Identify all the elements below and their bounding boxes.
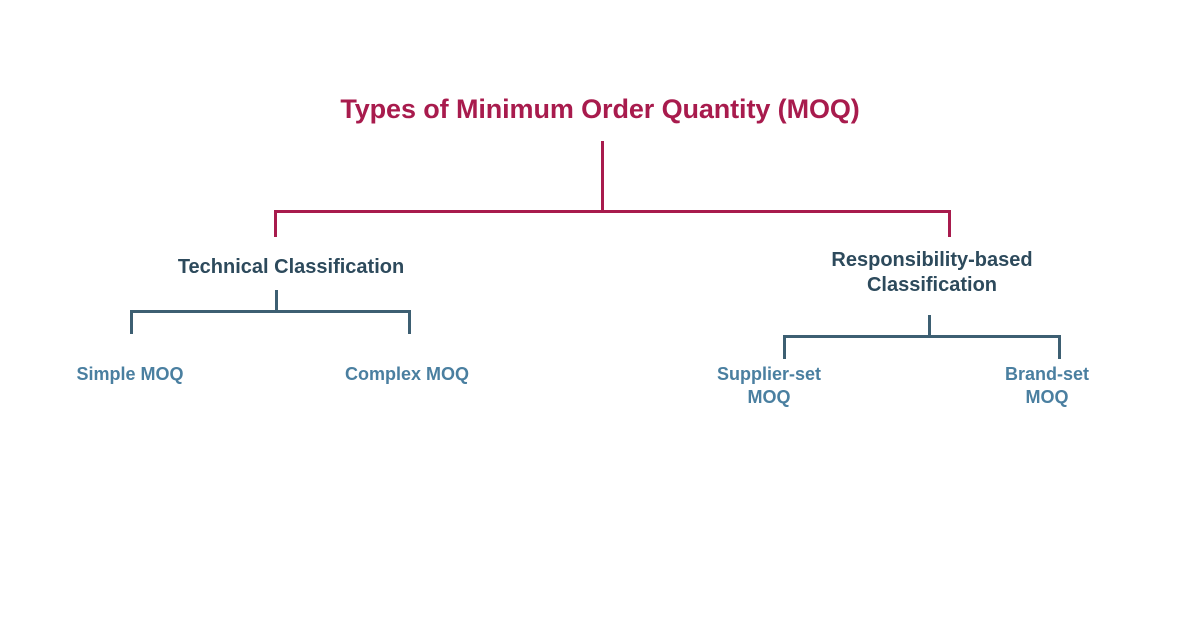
root-stem-connector <box>601 141 604 213</box>
leaf-label-supplier-set-moq: Supplier-set MOQ <box>716 364 822 407</box>
technical-horizontal-connector <box>130 310 411 313</box>
branch-label-responsibility-based-classification: Responsibility-based Classification <box>831 249 1033 296</box>
leaf-label-complex-moq: Complex MOQ <box>344 364 469 384</box>
branch-label-technical-classification: Technical Classification <box>177 256 405 278</box>
leaf-label-brand-set-moq: Brand-set MOQ <box>1004 364 1089 407</box>
technical-right-drop-connector <box>408 310 411 334</box>
responsibility-right-drop-connector <box>1058 335 1061 359</box>
root-node-label: Types of Minimum Order Quantity (MOQ) <box>340 94 860 124</box>
leaf-label-simple-moq: Simple MOQ <box>76 364 184 384</box>
root-left-drop-connector <box>274 210 277 237</box>
responsibility-stem-connector <box>928 315 931 338</box>
technical-left-drop-connector <box>130 310 133 334</box>
responsibility-left-drop-connector <box>783 335 786 359</box>
responsibility-horizontal-connector <box>783 335 1061 338</box>
technical-stem-connector <box>275 290 278 313</box>
root-horizontal-connector <box>274 210 951 213</box>
root-right-drop-connector <box>948 210 951 237</box>
